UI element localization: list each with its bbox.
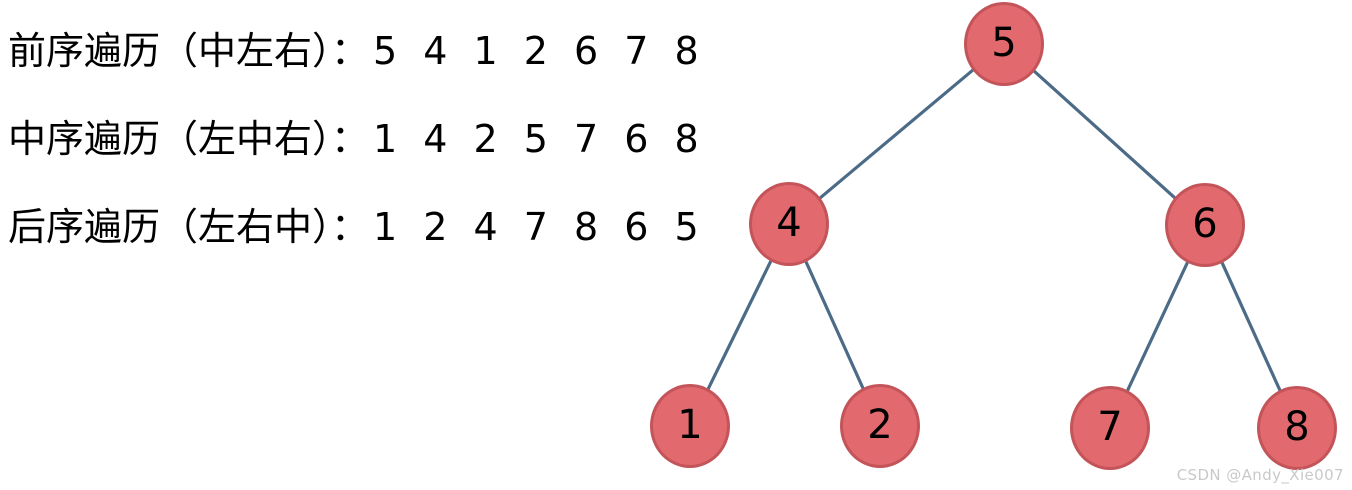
tree-node-8: 8 xyxy=(1257,386,1337,470)
tree-node-label: 6 xyxy=(1192,201,1218,247)
tree-node-4: 4 xyxy=(749,182,829,266)
tree-edge-5-6 xyxy=(1032,69,1177,200)
tree-node-1: 1 xyxy=(650,384,730,468)
watermark-text: CSDN @Andy_Xie007 xyxy=(1176,466,1344,484)
preorder-sequence: 5 4 1 2 6 7 8 xyxy=(373,29,706,73)
tree-edge-4-2 xyxy=(804,260,865,390)
tree-edge-6-8 xyxy=(1220,261,1282,392)
traversal-text-block: 前序遍历（中左右）：5 4 1 2 6 7 8 中序遍历（左中右）：1 4 2 … xyxy=(8,0,708,280)
postorder-traversal-line: 后序遍历（左右中）：1 2 4 7 8 6 5 xyxy=(8,208,706,246)
inorder-label: 中序遍历（左中右）： xyxy=(8,117,370,161)
tree-edge-5-4 xyxy=(818,68,975,200)
tree-node-label: 8 xyxy=(1284,404,1310,450)
tree-node-label: 5 xyxy=(991,20,1017,66)
tree-node-6: 6 xyxy=(1165,183,1245,267)
postorder-label: 后序遍历（左右中）： xyxy=(8,205,370,249)
tree-node-label: 7 xyxy=(1097,404,1123,450)
inorder-sequence: 1 4 2 5 7 6 8 xyxy=(373,117,706,161)
tree-node-label: 4 xyxy=(776,200,802,246)
tree-edge-4-1 xyxy=(706,259,773,391)
preorder-traversal-line: 前序遍历（中左右）：5 4 1 2 6 7 8 xyxy=(8,32,706,70)
tree-node-7: 7 xyxy=(1070,386,1150,470)
postorder-sequence: 1 2 4 7 8 6 5 xyxy=(373,205,706,249)
tree-node-label: 2 xyxy=(867,402,893,448)
preorder-label: 前序遍历（中左右）： xyxy=(8,29,370,73)
tree-node-2: 2 xyxy=(840,384,920,468)
tree-node-label: 1 xyxy=(677,402,703,448)
tree-edge-6-7 xyxy=(1126,261,1189,392)
tree-node-5: 5 xyxy=(964,2,1044,86)
inorder-traversal-line: 中序遍历（左中右）：1 4 2 5 7 6 8 xyxy=(8,120,706,158)
